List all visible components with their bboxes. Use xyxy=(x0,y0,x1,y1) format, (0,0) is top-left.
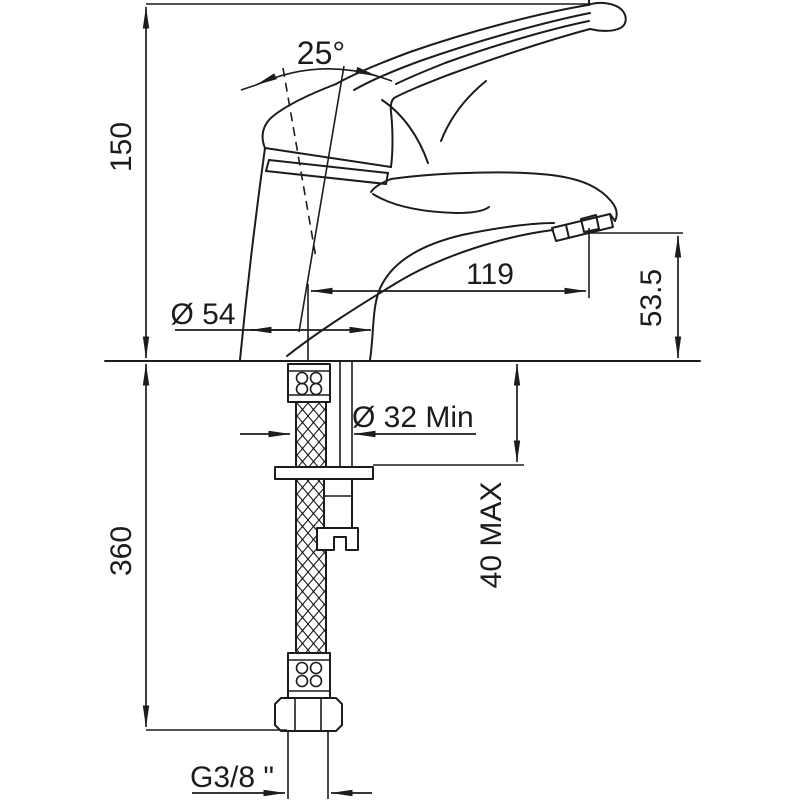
dim-360-label: 360 xyxy=(105,526,138,576)
dim-dia54-label: Ø 54 xyxy=(170,298,235,331)
threaded-stud xyxy=(339,361,353,467)
body-dome-contour-2 xyxy=(440,80,487,142)
dim-119-label: 119 xyxy=(466,258,514,291)
mounting-nut xyxy=(323,478,353,529)
body-dome-contour xyxy=(381,99,429,164)
thread-stub xyxy=(287,731,329,799)
dimension-annotations: 150 360 25° 119 53.5 Ø 54 Ø 32 Min 40 MA… xyxy=(105,6,682,797)
dim-dia32-label: Ø 32 Min xyxy=(352,401,474,434)
spout-top-edge xyxy=(390,171,618,222)
aerator xyxy=(551,213,614,242)
aerator-notch xyxy=(580,214,600,233)
under-deck-assembly xyxy=(274,361,374,799)
spout-under-edge xyxy=(369,222,555,361)
lever-base-left xyxy=(261,83,337,149)
spout-inner-contour xyxy=(286,229,554,357)
dim-53-5-label: 53.5 xyxy=(635,269,668,327)
faucet-body xyxy=(239,80,487,361)
angle-leg-solid xyxy=(298,65,345,333)
lever-knob xyxy=(587,1,627,32)
dim-150-label: 150 xyxy=(105,122,138,172)
dim-g38-label: G3/8 " xyxy=(190,761,274,794)
lever-handle xyxy=(261,0,627,168)
spout-aerator xyxy=(286,171,618,361)
dim-angle-label: 25° xyxy=(297,35,345,71)
hex-nut xyxy=(274,697,343,732)
reference-lines xyxy=(104,3,701,731)
body-left-edge xyxy=(239,147,266,361)
dim-40max-label: 40 MAX xyxy=(475,482,508,589)
dim-angle-arc xyxy=(255,66,378,86)
mounting-clip xyxy=(316,527,359,551)
hose-top-fitting xyxy=(287,363,331,403)
mounting-washer xyxy=(274,466,374,480)
angle-leg-dashed xyxy=(282,67,317,259)
lever-base-right xyxy=(389,97,395,168)
